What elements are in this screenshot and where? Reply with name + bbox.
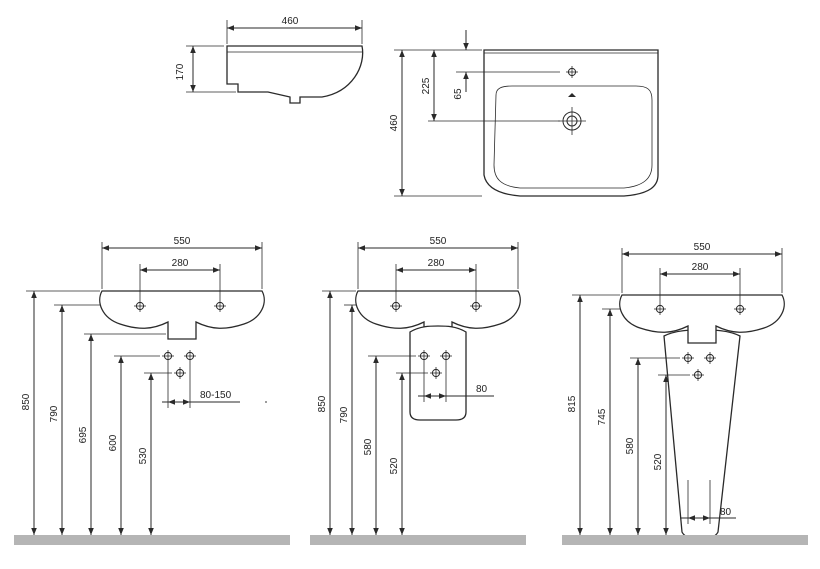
side-view-basin bbox=[226, 45, 364, 104]
height-label-1-850: 850 bbox=[21, 393, 32, 410]
height-label-3-815: 815 bbox=[567, 395, 578, 412]
plan-view-tap-offset-label: 65 bbox=[453, 88, 464, 100]
waste-outlet-icon bbox=[173, 366, 187, 380]
height-label-3-580: 580 bbox=[625, 437, 636, 454]
floor-2 bbox=[310, 535, 526, 545]
height-label-2-520: 520 bbox=[389, 457, 400, 474]
plan-view: 460 225 65 bbox=[389, 30, 659, 197]
basin-front-1 bbox=[99, 290, 265, 340]
hole-spacing-label-1: 280 bbox=[172, 258, 189, 269]
water-inlet-right-icon bbox=[183, 349, 197, 363]
height-label-1-530: 530 bbox=[138, 447, 149, 464]
hole-spacing-label-3: 280 bbox=[692, 262, 709, 273]
floor-1 bbox=[14, 535, 290, 545]
basin-front-3 bbox=[619, 294, 785, 344]
spacing-label-2: 80 bbox=[476, 384, 488, 395]
plan-view-bowl bbox=[493, 85, 653, 189]
height-label-3-745: 745 bbox=[597, 408, 608, 425]
side-view-height-label: 170 bbox=[175, 63, 186, 80]
plan-view-drain-offset-label: 225 bbox=[421, 77, 432, 94]
height-label-1-790: 790 bbox=[49, 405, 60, 422]
front-view-semi-pedestal: 550 280 850 790 580 520 80 bbox=[317, 236, 521, 535]
width-label-2: 550 bbox=[430, 236, 447, 247]
overflow-icon bbox=[568, 93, 576, 97]
height-label-2-790: 790 bbox=[339, 406, 350, 423]
height-label-1-695: 695 bbox=[78, 426, 89, 443]
height-label-2-850: 850 bbox=[317, 395, 328, 412]
front-view-wall-hung: 550 280 850 790 695 600 530 80-150 bbox=[21, 236, 267, 535]
height-label-2-580: 580 bbox=[363, 438, 374, 455]
plan-view-depth-label: 460 bbox=[389, 114, 400, 131]
width-label-1: 550 bbox=[174, 236, 191, 247]
width-label-3: 550 bbox=[694, 242, 711, 253]
water-inlet-left-icon bbox=[161, 349, 175, 363]
floor-3 bbox=[562, 535, 808, 545]
spacing-label-3: 80 bbox=[720, 507, 732, 518]
side-view-width-label: 460 bbox=[282, 16, 299, 27]
hole-spacing-label-2: 280 bbox=[428, 258, 445, 269]
plan-view-outline bbox=[483, 49, 659, 197]
height-label-3-520: 520 bbox=[653, 453, 664, 470]
height-label-1-600: 600 bbox=[108, 434, 119, 451]
side-view: 460 170 bbox=[175, 16, 364, 104]
spacing-label-1: 80-150 bbox=[200, 390, 232, 401]
front-view-full-pedestal: 550 280 815 745 580 520 80 bbox=[567, 242, 785, 539]
